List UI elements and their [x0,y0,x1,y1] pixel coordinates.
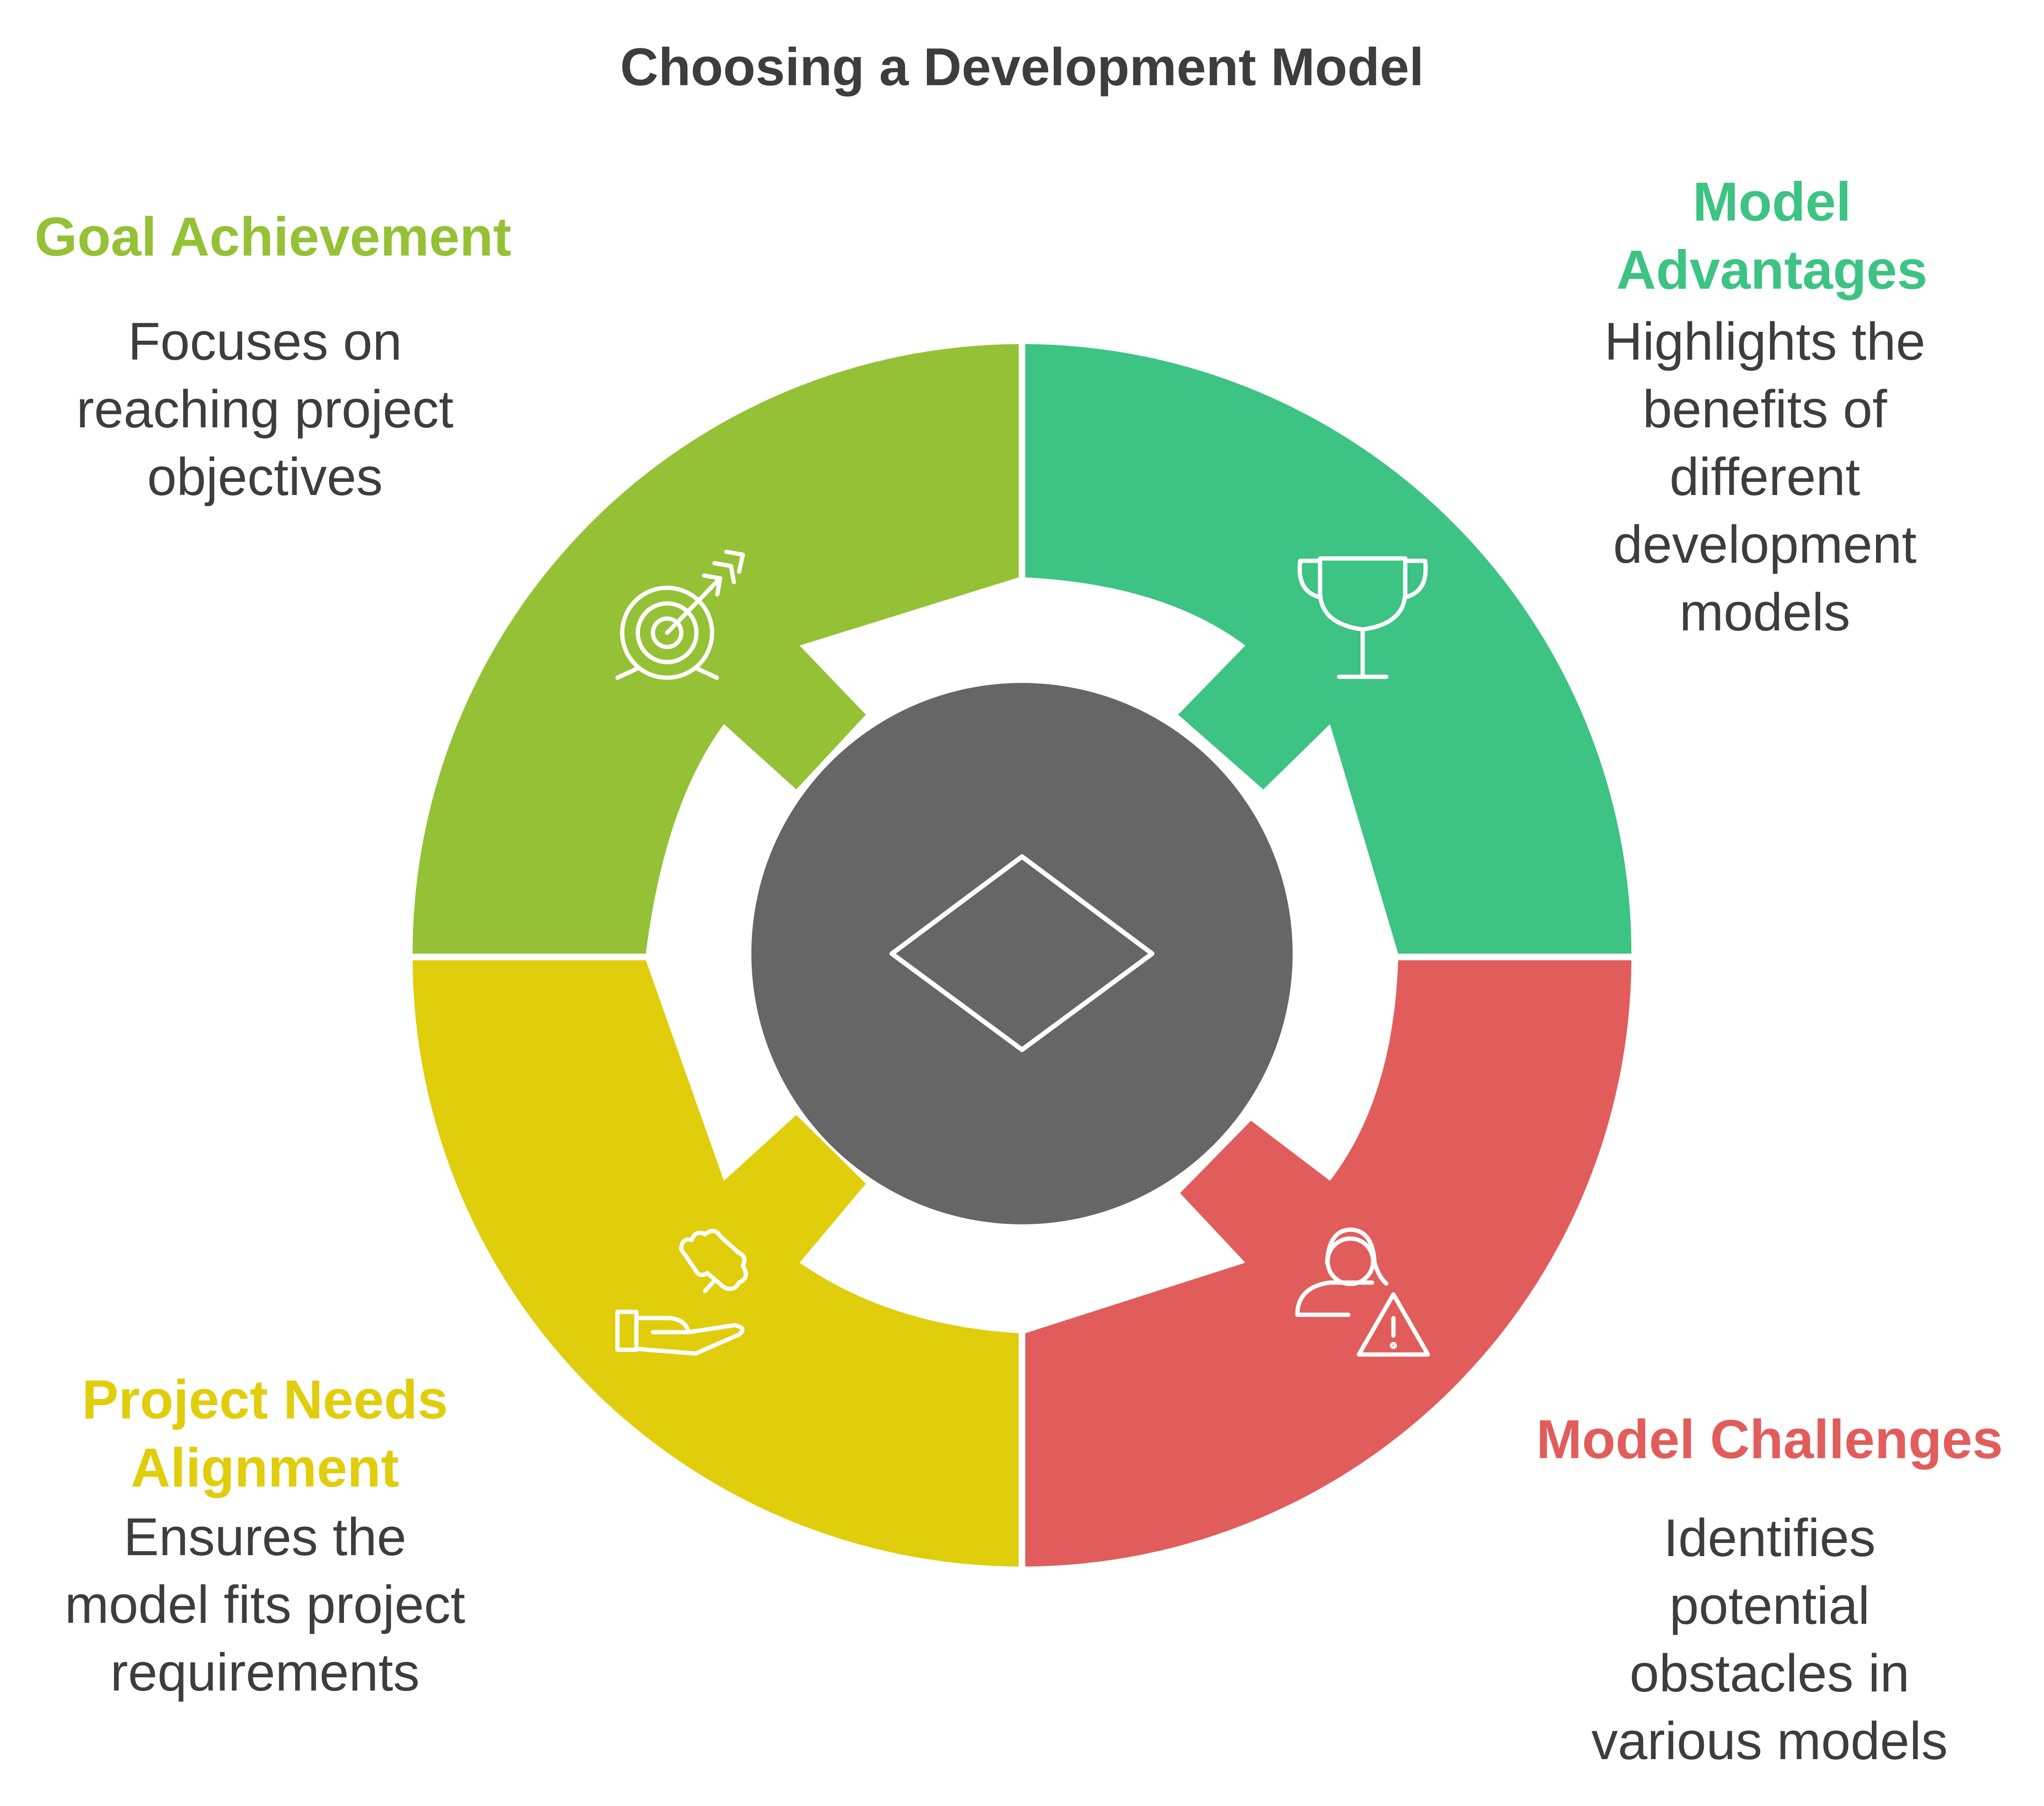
alignment-description-line: requirements [110,1643,420,1702]
goal-heading-line: Goal Achievement [35,206,511,267]
alignment-heading-line: Alignment [131,1437,399,1498]
advantages-heading-line: Advantages [1616,239,1928,301]
diamond-icon [890,854,1154,1052]
project-needs-alignment-description: Ensures the model fits project requirement… [65,1507,466,1702]
advantages-description-line: development [1613,515,1916,574]
goal-description-line: reaching project [77,380,454,439]
advantages-description-line: models [1679,583,1850,642]
center-circle [751,683,1293,1224]
goal-description-line: Focuses on [128,312,402,371]
goal-achievement-heading: Goal Achievement [35,206,511,267]
advantages-description-line: different [1670,447,1860,506]
goal-achievement-description: Focuses on reaching project objectives [77,312,454,506]
advantages-description-line: Highlights the [1604,312,1926,371]
model-challenges-heading: Model Challenges [1536,1408,2003,1470]
target-arrow-icon [615,549,745,680]
model-challenges-label: Model Challenges Identifies potential obst… [1536,1408,2003,1771]
project-needs-alignment-segment [413,960,1019,1567]
alignment-heading-line: Project Needs [82,1369,448,1430]
diagram-title: Choosing a Development Model [620,37,1424,97]
advantages-description-line: benefits of [1643,380,1888,439]
trophy-icon [1297,556,1428,679]
challenges-description-line: Identifies [1664,1508,1876,1567]
advantages-heading-line: Model [1692,171,1851,232]
model-advantages-description: Highlights the benefits of different develo… [1604,312,1926,642]
alignment-description-line: model fits project [65,1575,466,1634]
person-warning-icon [1295,1227,1430,1357]
model-advantages-segment [1025,344,1632,954]
challenges-heading-line: Model Challenges [1536,1408,2003,1470]
challenges-description-line: various models [1591,1711,1947,1771]
challenges-description-line: obstacles in [1630,1644,1909,1703]
challenges-description-line: potential [1669,1576,1869,1635]
goal-achievement-segment [413,344,1019,954]
goal-achievement-label: Goal Achievement Focuses on reaching proj… [35,206,511,506]
goal-description-line: objectives [147,447,383,506]
model-challenges-description: Identifies potential obstacles in various m… [1591,1508,1947,1771]
alignment-description-line: Ensures the [123,1507,406,1567]
hand-puzzle-icon [615,1229,748,1356]
